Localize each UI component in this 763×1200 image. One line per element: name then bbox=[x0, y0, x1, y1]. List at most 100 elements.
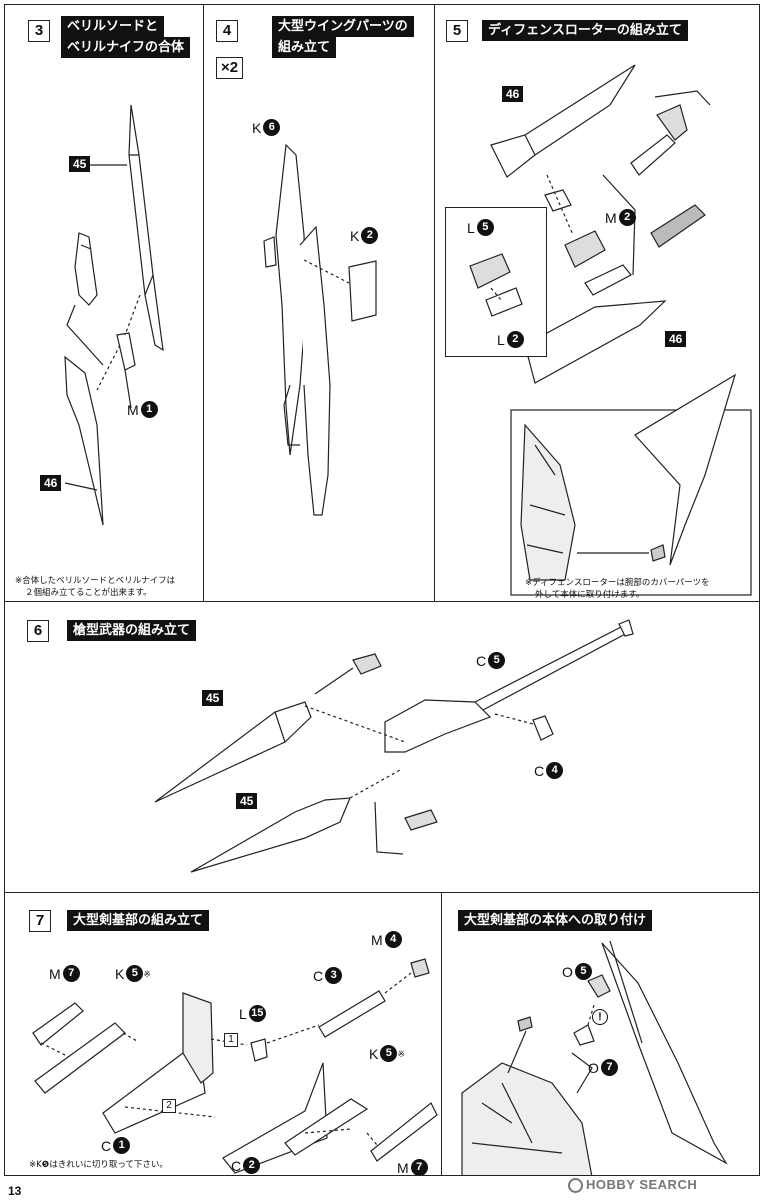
step6-title: 槍型武器の組み立て bbox=[67, 620, 197, 641]
step4-illustration bbox=[263, 143, 377, 516]
sub-step-1: 1 bbox=[224, 1033, 238, 1047]
step4-multiplier: ×2 bbox=[216, 57, 244, 79]
runner-letter: C bbox=[101, 1138, 112, 1154]
step3-title-line1: ベリルソードと bbox=[61, 16, 165, 37]
runner-letter: L bbox=[239, 1006, 247, 1022]
runner-number: 7 bbox=[600, 1059, 618, 1076]
runner-number: 2 bbox=[361, 227, 379, 244]
step8-illustration bbox=[461, 940, 728, 1175]
runner-letter: K bbox=[252, 120, 262, 136]
part-45-bottom-badge: 45 bbox=[236, 793, 258, 809]
runner-letter: M bbox=[605, 210, 617, 226]
step3-title-line2: ベリルナイフの合体 bbox=[61, 37, 191, 58]
step5-number: 5 bbox=[446, 20, 468, 42]
step7-illustration bbox=[32, 958, 438, 1174]
runner-number: 2 bbox=[506, 331, 524, 348]
part-46-badge: 46 bbox=[40, 475, 62, 491]
part-46-bottom-badge: 46 bbox=[665, 331, 687, 347]
runner-number: 7 bbox=[62, 965, 80, 982]
step5-note-line1: ※ディフェンスローターは腕部のカバーパーツを bbox=[525, 578, 710, 588]
runner-number: 5 bbox=[574, 963, 592, 980]
step5-illustration bbox=[490, 64, 752, 596]
step5-note-line2: 外して本体に取り付けます。 bbox=[535, 590, 645, 600]
runner-number: 5 bbox=[476, 219, 494, 236]
watermark-text: HOBBY SEARCH bbox=[586, 1177, 698, 1192]
runner-letter: L bbox=[497, 332, 505, 348]
step8-title: 大型剣基部の本体への取り付け bbox=[458, 910, 653, 931]
step7-note: ※K❺はきれいに切り取って下さい。 bbox=[29, 1160, 168, 1170]
step3-note-line2: ２個組み立てることが出来ます。 bbox=[25, 588, 152, 598]
runner-letter: C bbox=[231, 1158, 242, 1174]
part-45-badge: 45 bbox=[69, 156, 91, 172]
runner-letter: O bbox=[588, 1060, 599, 1076]
runner-letter: K bbox=[369, 1046, 379, 1062]
runner-number: 3 bbox=[325, 967, 343, 984]
runner-letter: C bbox=[313, 968, 324, 984]
runner-letter: M bbox=[49, 966, 61, 982]
step4-title-line2: 組み立て bbox=[272, 37, 337, 58]
step5-inset-art bbox=[469, 253, 523, 317]
page-number: 13 bbox=[8, 1184, 22, 1198]
part-45-top-badge: 45 bbox=[202, 690, 224, 706]
runner-number: 15 bbox=[248, 1005, 266, 1022]
runner-number: 1 bbox=[140, 401, 158, 418]
runner-letter: O bbox=[562, 964, 573, 980]
runner-number: 6 bbox=[263, 119, 281, 136]
runner-number: 5 bbox=[488, 652, 506, 669]
step3-note-line1: ※合体したベリルソードとベリルナイフは bbox=[15, 576, 176, 586]
step4-title-line1: 大型ウイングパーツの bbox=[272, 16, 414, 37]
asterisk-mark: ※ bbox=[143, 969, 151, 979]
asterisk-mark: ※ bbox=[397, 1049, 405, 1059]
step6-number: 6 bbox=[27, 620, 49, 642]
runner-number: 2 bbox=[243, 1157, 261, 1174]
runner-number: 4 bbox=[384, 931, 402, 948]
step3-illustration bbox=[64, 104, 164, 526]
runner-letter: K bbox=[350, 228, 360, 244]
step6-illustration bbox=[154, 619, 634, 873]
step5-title: ディフェンスローターの組み立て bbox=[482, 20, 688, 41]
runner-number: 1 bbox=[113, 1137, 131, 1154]
runner-letter: C bbox=[476, 653, 487, 669]
runner-number: 5 bbox=[126, 965, 144, 982]
runner-number: 2 bbox=[618, 209, 636, 226]
runner-letter: M bbox=[371, 932, 383, 948]
step3-number: 3 bbox=[28, 20, 50, 42]
runner-letter: M bbox=[127, 402, 139, 418]
runner-letter: K bbox=[115, 966, 125, 982]
watermark-logo-icon bbox=[568, 1178, 583, 1193]
step7-number: 7 bbox=[29, 910, 51, 932]
runner-number: 4 bbox=[546, 762, 564, 779]
step7-title: 大型剣基部の組み立て bbox=[67, 910, 210, 931]
sub-step-2: 2 bbox=[162, 1099, 176, 1113]
step5-inset-box bbox=[445, 207, 547, 357]
runner-letter: M bbox=[397, 1160, 409, 1176]
caution-icon: ! bbox=[592, 1009, 608, 1025]
part-46-top-badge: 46 bbox=[502, 86, 524, 102]
runner-letter: C bbox=[534, 763, 545, 779]
